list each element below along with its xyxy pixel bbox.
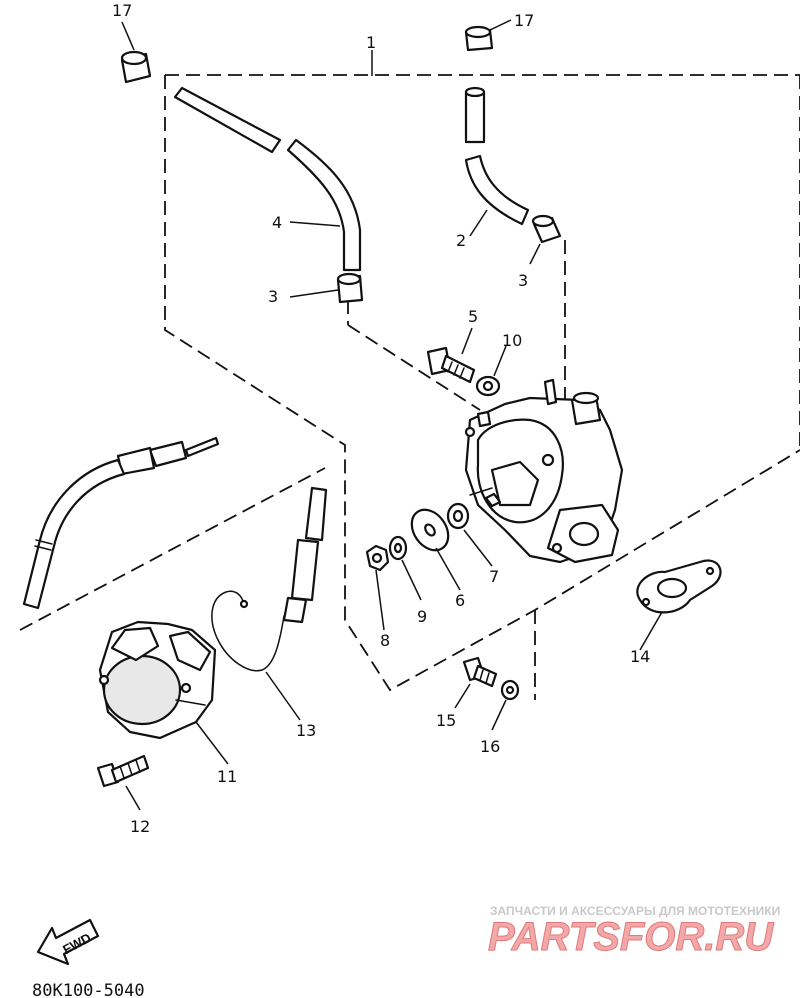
callout-17-right: 17	[514, 11, 534, 30]
callout-7: 7	[489, 567, 499, 586]
watermark-logo: PARTSFOR.RU	[488, 915, 774, 959]
nut-8	[365, 544, 390, 572]
assembly-boundary	[19, 74, 800, 700]
collar-17-left	[120, 50, 152, 84]
collar-3-right	[531, 214, 562, 244]
bolt-5	[426, 346, 476, 384]
washer-9	[388, 535, 408, 561]
callout-10: 10	[502, 331, 522, 350]
callout-15: 15	[436, 711, 456, 730]
collar-17-right	[464, 25, 494, 52]
delivery-pipe-4	[173, 86, 362, 272]
pump-cover-11	[98, 620, 217, 740]
delivery-pipe-2	[464, 86, 530, 226]
pump-cable-13	[22, 436, 328, 672]
bolt-15	[462, 656, 498, 688]
leader-lines	[121, 19, 663, 811]
callout-1: 1	[366, 33, 376, 52]
callout-16: 16	[480, 737, 500, 756]
callout-12: 12	[130, 817, 150, 836]
watermark: ЗАПЧАСТИ И АКСЕССУАРЫ ДЛЯ МОТОТЕХНИКИ PA…	[488, 904, 781, 960]
callout-5: 5	[468, 307, 478, 326]
collar-3-left	[336, 272, 364, 304]
oil-pump-body	[464, 378, 624, 564]
callout-3-right: 3	[518, 271, 528, 290]
fwd-arrow-icon: FWD	[36, 918, 100, 966]
plate-6	[410, 508, 450, 552]
washer-10	[475, 375, 501, 397]
callout-13: 13	[296, 721, 316, 740]
callout-2: 2	[456, 231, 466, 250]
callout-4: 4	[272, 213, 282, 232]
callout-6: 6	[455, 591, 465, 610]
gasket-14	[636, 559, 722, 614]
callout-8: 8	[380, 631, 390, 650]
callout-9: 9	[417, 607, 427, 626]
diagram-part-number: 80K100-5040	[32, 981, 145, 998]
callout-3-left: 3	[268, 287, 278, 306]
callout-11: 11	[217, 767, 237, 786]
callout-14: 14	[630, 647, 650, 666]
callout-labels: 17 17 1 4 3 2 3 5 10 6 7 8 9 14 13 11 12…	[112, 1, 650, 836]
callout-17-left: 17	[112, 1, 132, 20]
washer-7	[446, 502, 470, 530]
washer-16	[500, 679, 520, 701]
bolt-12	[96, 754, 150, 788]
watermark-tagline: ЗАПЧАСТИ И АКСЕССУАРЫ ДЛЯ МОТОТЕХНИКИ	[490, 904, 780, 918]
